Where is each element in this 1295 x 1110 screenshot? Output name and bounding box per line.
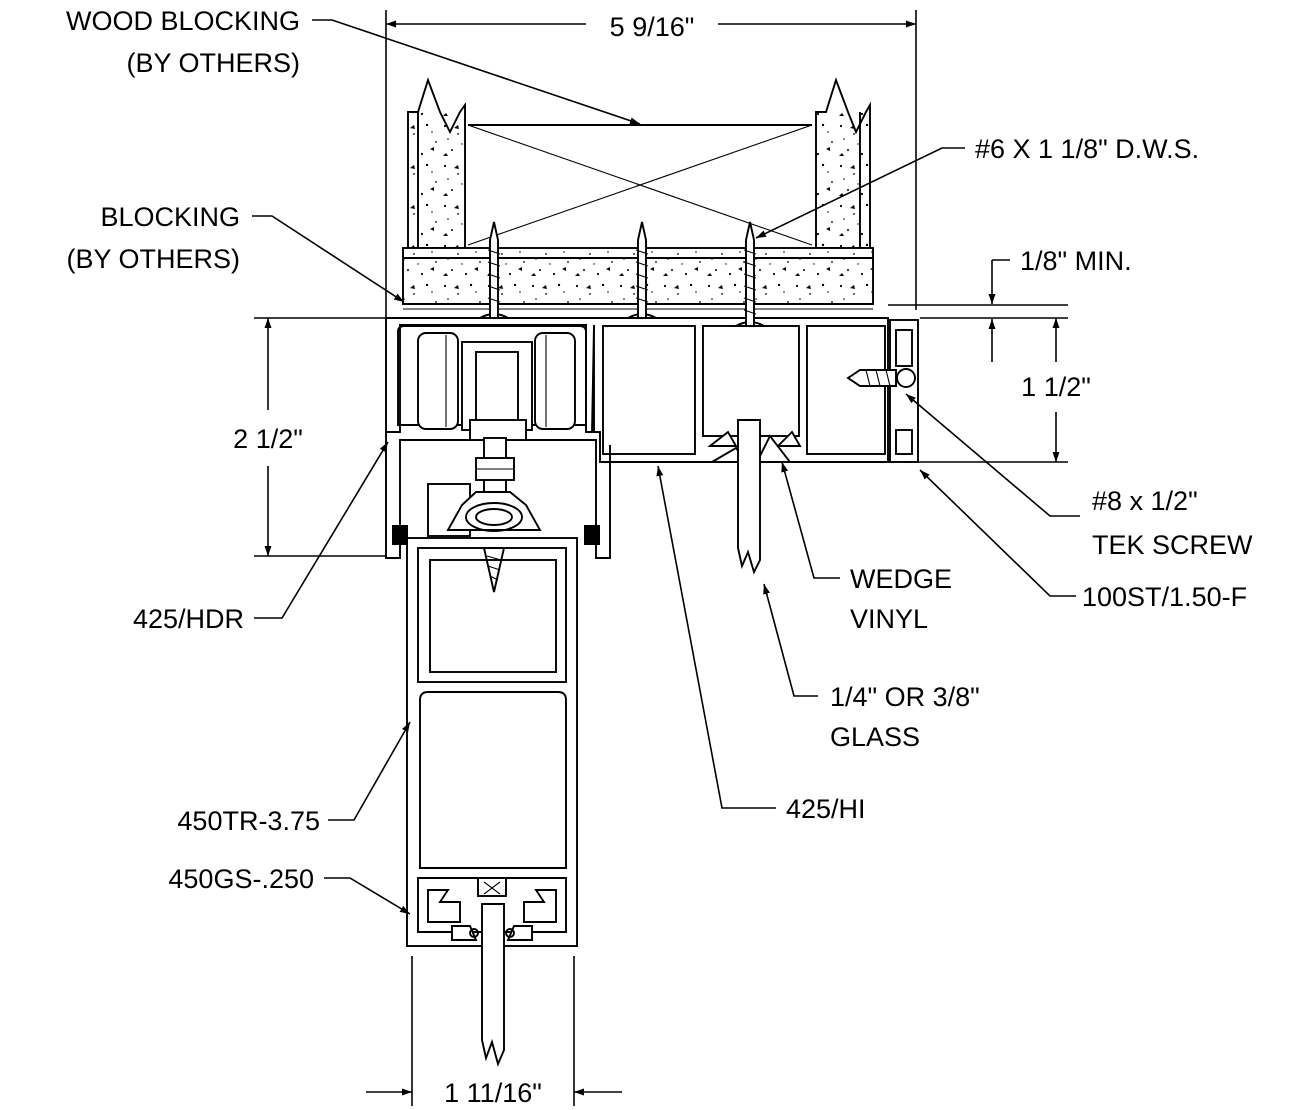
dim-insert-height: 1 1/2" <box>1021 372 1091 402</box>
label-dws-screw: #6 X 1 1/8" D.W.S. <box>975 134 1199 164</box>
dim-header-height: 2 1/2" <box>233 424 303 454</box>
label-wedge-vinyl-2: VINYL <box>850 604 928 634</box>
label-blocking-1: BLOCKING <box>100 202 240 232</box>
label-glass-2: GLASS <box>830 722 920 752</box>
leader-lines <box>252 19 1080 915</box>
label-glass-1: 1/4" OR 3/8" <box>830 682 980 712</box>
label-header: 425/HDR <box>133 604 244 634</box>
dim-overall-width: 5 9/16" <box>610 12 695 42</box>
header-425hdr <box>385 317 889 593</box>
label-glass-stop: 450GS-.250 <box>168 864 314 894</box>
dim-track-width: 1 11/16" <box>444 1078 542 1108</box>
dimension-lines <box>254 10 1068 1106</box>
label-header-insert: 425/HI <box>786 794 866 824</box>
label-tek-screw-1: #8 x 1/2" <box>1092 486 1198 516</box>
drywall-screws <box>476 221 768 327</box>
label-track: 450TR-3.75 <box>177 806 320 836</box>
track-450tr <box>406 537 578 1067</box>
label-stop: 100ST/1.50-F <box>1082 582 1247 612</box>
label-wedge-vinyl-1: WEDGE <box>850 564 952 594</box>
label-tek-screw-2: TEK SCREW <box>1092 530 1253 560</box>
dim-min-gap: 1/8" MIN. <box>1020 246 1132 276</box>
label-wood-blocking-1: WOOD BLOCKING <box>66 6 300 36</box>
header-insert-425hi <box>600 319 919 575</box>
callout-labels: WOOD BLOCKING (BY OTHERS) BLOCKING (BY O… <box>66 6 1253 1108</box>
label-blocking-2: (BY OTHERS) <box>66 244 240 274</box>
label-wood-blocking-2: (BY OTHERS) <box>126 48 300 78</box>
